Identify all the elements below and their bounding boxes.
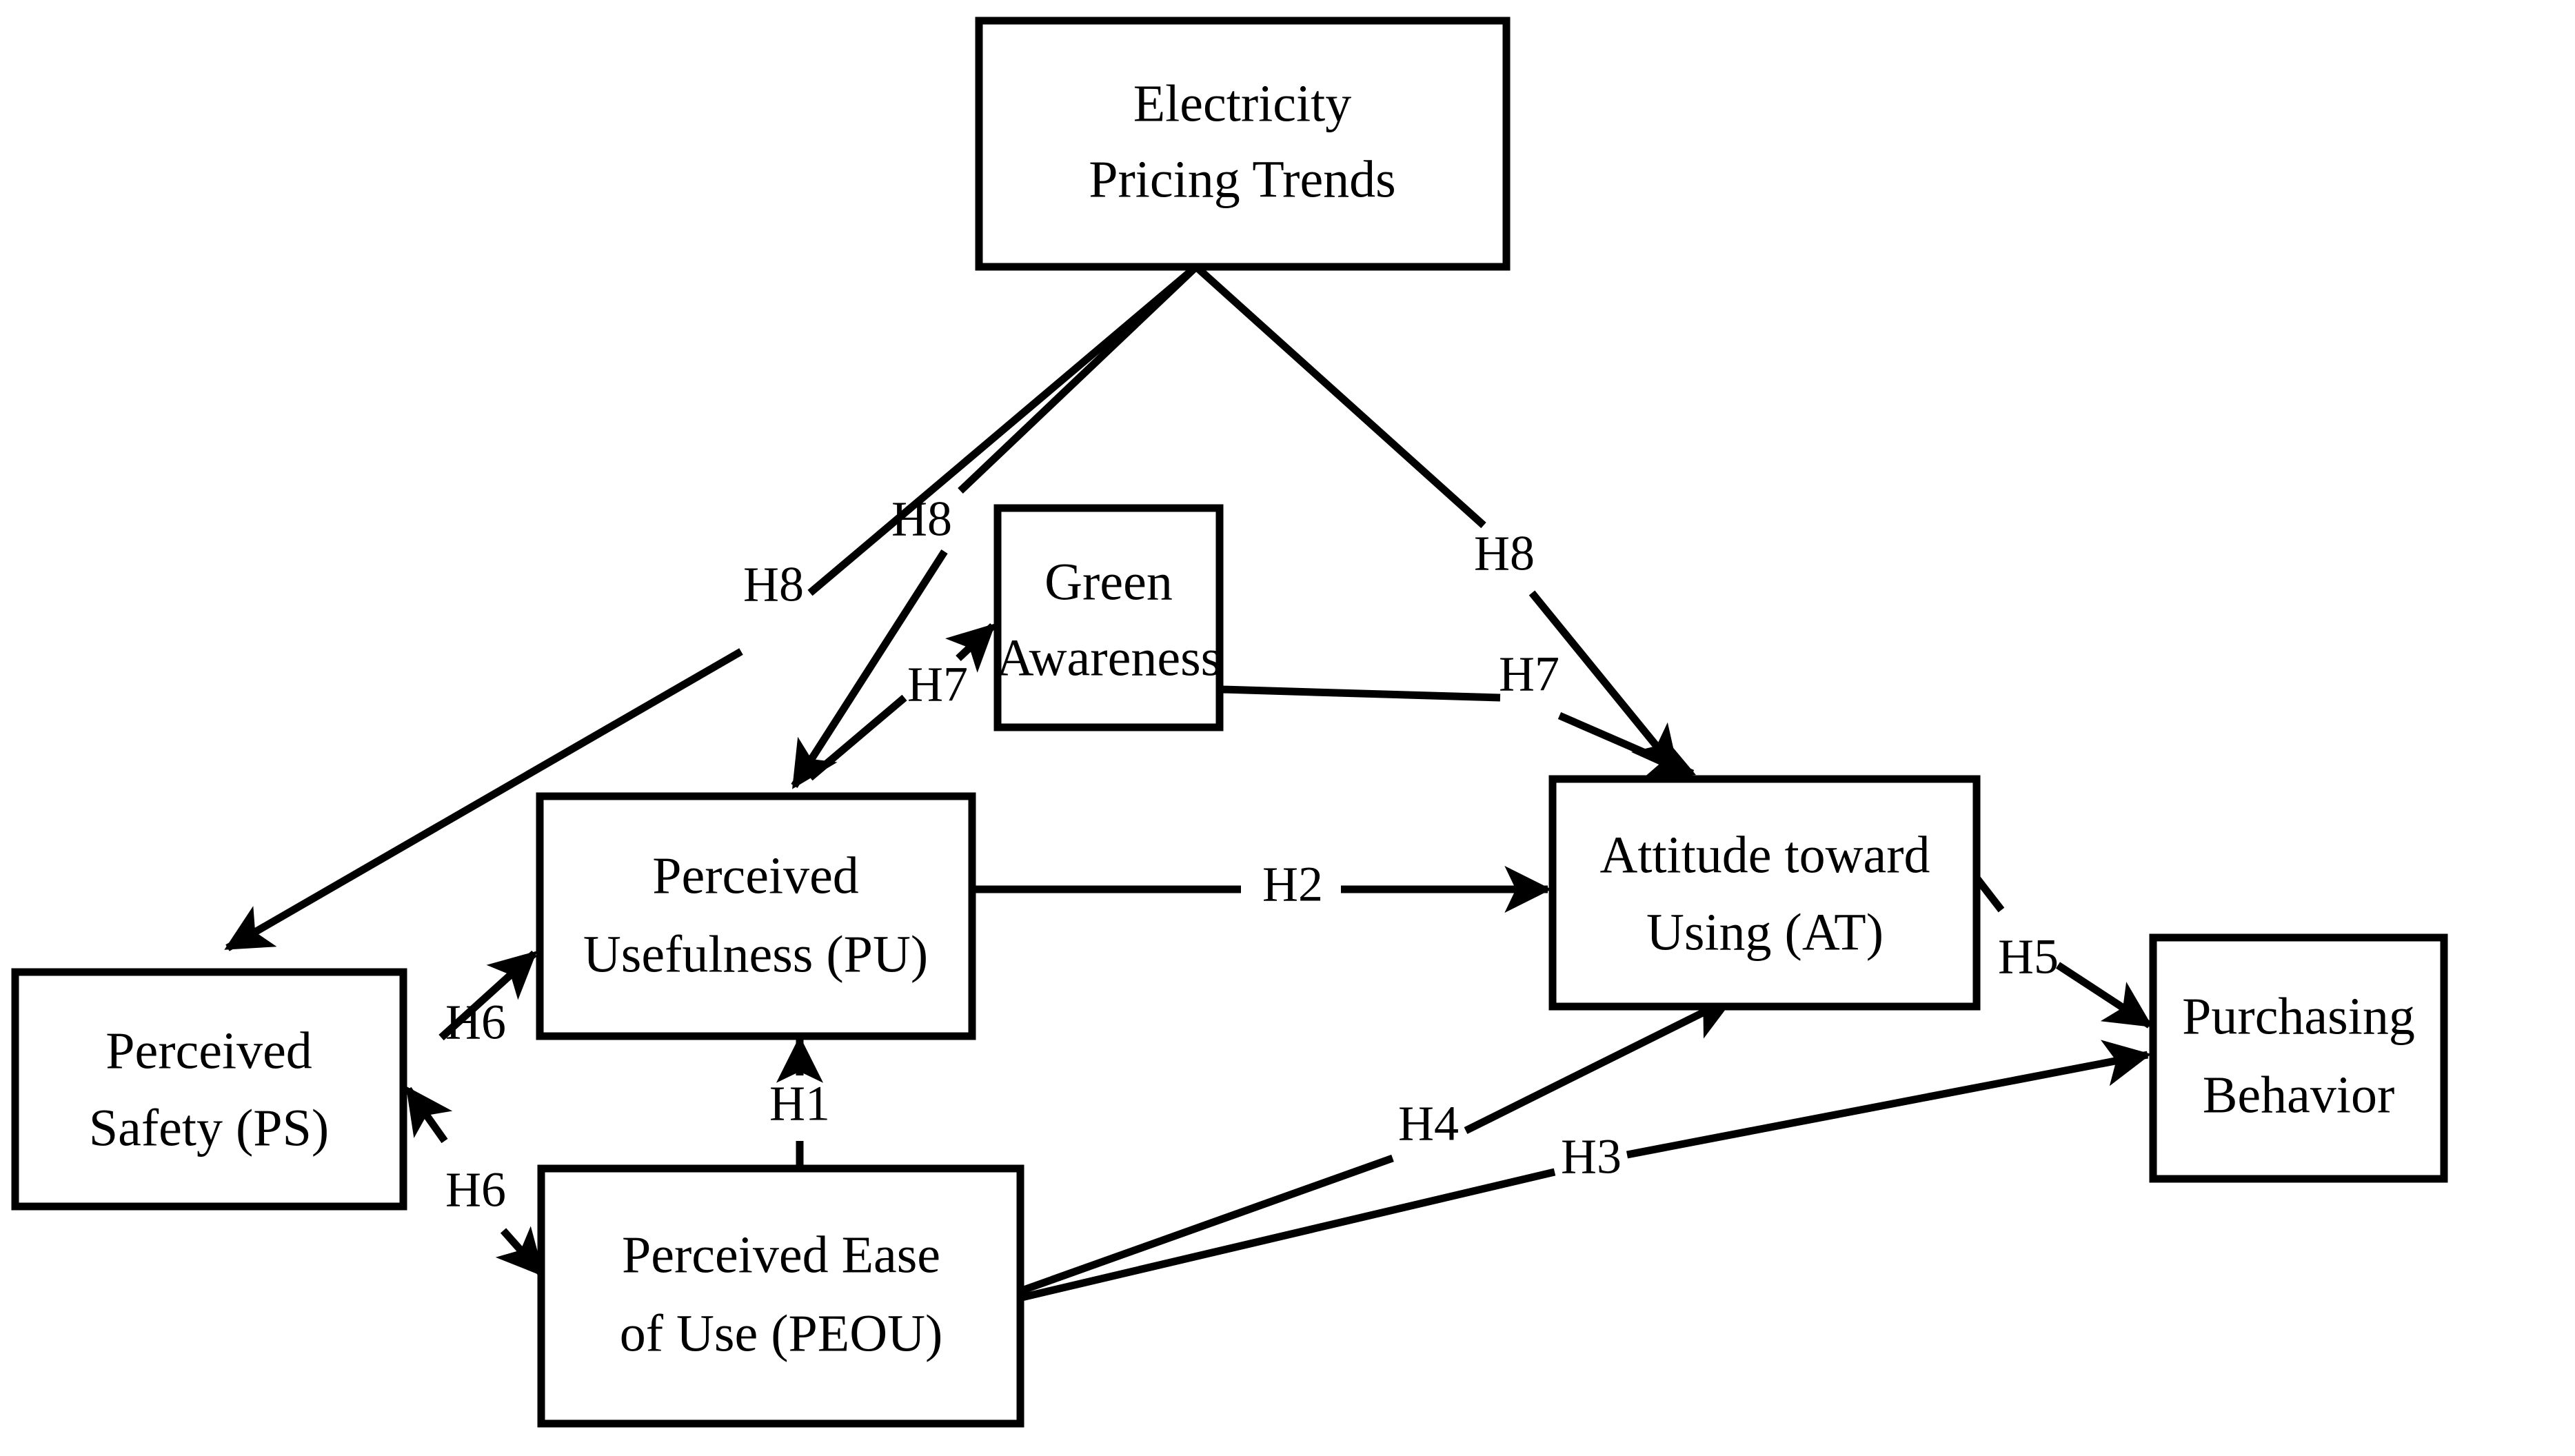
edge-h8-ps-line [807, 263, 1199, 596]
edge-h8-pu-line-2 [791, 549, 948, 789]
edge-label-h8-ps: H8 [743, 557, 804, 612]
edge-h6-up-line [438, 950, 538, 1041]
node-electricity-pricing-trends-label-line1: Electricity [1133, 74, 1352, 132]
edge-h7-ga-line-2 [945, 623, 996, 673]
node-purchasing-behavior-box[interactable] [2149, 933, 2448, 1183]
node-perceived-safety-label-line2: Safety (PS) [89, 1099, 329, 1157]
edge-h8-ps-line-2 [224, 648, 743, 951]
node-perceived-ease-of-use[interactable]: Perceived Ease of Use (PEOU) [537, 1164, 1024, 1428]
edge-h6-peou-line [495, 1226, 545, 1277]
edge-h7-ga-line [807, 694, 907, 781]
node-purchasing-behavior-label-line2: Behavior [2203, 1066, 2395, 1124]
edge-label-h2: H2 [1262, 857, 1323, 912]
edge-h7-at-line [1221, 685, 1501, 702]
edge-h3-line-2 [1626, 1040, 2152, 1159]
edge-label-h8-pu: H8 [891, 492, 952, 547]
edge-label-h3: H3 [1561, 1129, 1622, 1184]
node-perceived-usefulness-label-line1: Perceived [652, 847, 859, 904]
edge-label-h8-at: H8 [1474, 526, 1535, 581]
node-attitude-toward-using-label-line2: Using (AT) [1646, 903, 1884, 961]
node-purchasing-behavior-label-line1: Purchasing [2182, 987, 2415, 1045]
node-electricity-pricing-trends-label-line2: Pricing Trends [1089, 150, 1396, 208]
edge-h8-pu-line [958, 264, 1199, 494]
node-perceived-ease-of-use-box[interactable] [537, 1164, 1024, 1428]
edge-label-h6-up: H6 [445, 995, 506, 1050]
node-perceived-usefulness-label-line2: Usefulness (PU) [583, 925, 928, 983]
node-green-awareness-label-line2: Awareness [996, 629, 1221, 687]
edge-label-h6-down: H6 [445, 1162, 506, 1217]
edge-h4-line [1020, 1154, 1394, 1295]
edge-h7-at-line-2 [1557, 711, 1697, 778]
node-electricity-pricing-trends[interactable]: Electricity Pricing Trends [975, 17, 1511, 271]
edge-label-h7-ga-at: H7 [1499, 647, 1559, 702]
node-attitude-toward-using[interactable]: Attitude toward Using (AT) [1548, 775, 1981, 1011]
edge-label-h5: H5 [1998, 929, 2059, 984]
edge-h3-line [1020, 1168, 1556, 1302]
node-perceived-safety-label-line1: Perceived [105, 1022, 312, 1080]
edge-h4-line-2 [1464, 995, 1735, 1134]
node-electricity-pricing-trends-box[interactable] [975, 17, 1511, 271]
node-purchasing-behavior[interactable]: Purchasing Behavior [2149, 933, 2448, 1183]
edge-label-h4: H4 [1398, 1096, 1459, 1151]
edge-h8-at-line [1193, 263, 1486, 529]
node-perceived-ease-of-use-label-line1: Perceived Ease [622, 1226, 940, 1284]
node-green-awareness[interactable]: Green Awareness [993, 504, 1224, 731]
node-perceived-usefulness[interactable]: Perceived Usefulness (PU) [536, 792, 976, 1040]
node-perceived-ease-of-use-label-line2: of Use (PEOU) [620, 1304, 943, 1362]
node-perceived-safety-box[interactable] [11, 968, 407, 1211]
node-attitude-toward-using-box[interactable] [1548, 775, 1981, 1011]
edge-label-h7-pu-ga: H7 [907, 657, 968, 712]
edge-label-h1: H1 [769, 1076, 830, 1131]
node-green-awareness-box[interactable] [993, 504, 1224, 731]
node-green-awareness-label-line1: Green [1044, 553, 1173, 611]
node-attitude-toward-using-label-line1: Attitude toward [1599, 826, 1930, 884]
edge-h6-ps-line [405, 1086, 453, 1144]
edge-h5-line-2 [2055, 962, 2153, 1029]
node-perceived-usefulness-box[interactable] [536, 792, 976, 1040]
node-perceived-safety[interactable]: Perceived Safety (PS) [11, 968, 407, 1211]
